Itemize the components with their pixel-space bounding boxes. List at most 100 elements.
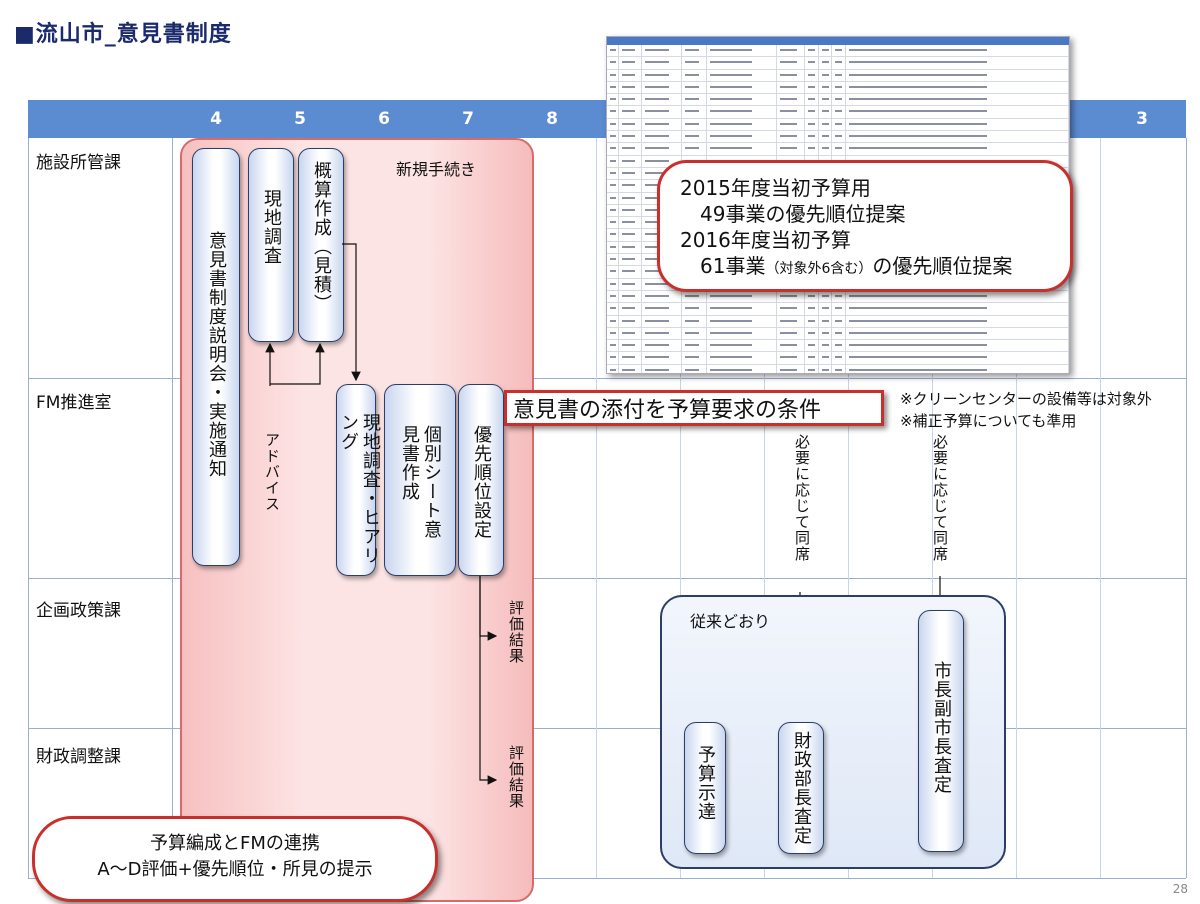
- briefing-text: 意見書制度説明会・実施通知: [206, 231, 227, 478]
- row-divider: [28, 728, 1186, 729]
- spreadsheet-row: [607, 131, 1069, 144]
- site-survey-box: 現地調査: [248, 148, 294, 342]
- spreadsheet-cell: [846, 315, 1069, 327]
- spreadsheet-cell: [819, 303, 833, 315]
- spreadsheet-cell: [846, 352, 1069, 364]
- priority-proposal-callout: 2015年度当初予算用 49事業の優先順位提案 2016年度当初予算 61事業（…: [657, 160, 1073, 292]
- spreadsheet-cell: [607, 254, 619, 266]
- spreadsheet-cell: [846, 327, 1069, 340]
- spreadsheet-cell: [707, 303, 777, 315]
- spreadsheet-cell: [777, 57, 806, 69]
- spreadsheet-cell: [777, 290, 806, 303]
- month-label: 3: [1136, 109, 1148, 129]
- spreadsheet-row: [607, 315, 1069, 328]
- finance-director-text: 財政部長査定: [791, 731, 812, 845]
- spreadsheet-cell: [846, 290, 1069, 303]
- spreadsheet-cell: [846, 69, 1069, 81]
- spreadsheet-cell: [607, 167, 619, 180]
- spreadsheet-cell: [607, 340, 619, 352]
- spreadsheet-cell: [642, 303, 683, 315]
- spreadsheet-cell: [819, 327, 833, 340]
- grid-line: [172, 138, 173, 878]
- spreadsheet-row: [607, 45, 1069, 58]
- month-label: 6: [378, 109, 390, 129]
- spreadsheet-cell: [707, 69, 777, 81]
- spreadsheet-cell: [642, 352, 683, 364]
- spreadsheet-cell: [832, 364, 847, 373]
- spreadsheet-cell: [619, 69, 642, 81]
- spreadsheet-cell: [607, 131, 619, 143]
- spreadsheet-cell: [642, 81, 683, 94]
- spreadsheet-cell: [682, 303, 708, 315]
- spreadsheet-cell: [805, 81, 819, 94]
- page-title: ■流山市_意見書制度: [14, 22, 232, 47]
- grid-line: [680, 138, 681, 878]
- mayor-text: 市長副市長査定: [931, 661, 952, 794]
- spreadsheet-cell: [619, 352, 642, 364]
- spreadsheet-cell: [682, 45, 708, 57]
- spreadsheet-cell: [707, 340, 777, 352]
- spreadsheet-cell: [707, 106, 777, 118]
- spreadsheet-cell: [642, 315, 683, 327]
- individual-sheet-box: 個別シート意見書作成: [384, 384, 456, 576]
- grid-line: [1100, 138, 1101, 878]
- spreadsheet-row: [607, 364, 1069, 373]
- bottom-line: A～D評価+優先順位・所見の提示: [97, 859, 373, 880]
- spreadsheet-cell: [832, 340, 847, 352]
- spreadsheet-cell: [707, 45, 777, 57]
- spreadsheet-cell: [619, 94, 642, 106]
- spreadsheet-cell: [707, 94, 777, 106]
- spreadsheet-cell: [619, 57, 642, 69]
- eval-result-label: 評価結果: [507, 745, 525, 809]
- spreadsheet-cell: [607, 303, 619, 315]
- spreadsheet-cell: [682, 364, 708, 373]
- spreadsheet-cell: [607, 94, 619, 106]
- spreadsheet-cell: [619, 143, 642, 155]
- spreadsheet-cell: [619, 303, 642, 315]
- spreadsheet-cell: [777, 45, 806, 57]
- spreadsheet-cell: [846, 303, 1069, 315]
- callout-suffix: の優先順位提案: [872, 254, 1013, 278]
- spreadsheet-cell: [682, 143, 708, 155]
- row-divider: [28, 878, 1186, 879]
- spreadsheet-cell: [642, 290, 683, 303]
- spreadsheet-cell: [642, 57, 683, 69]
- spreadsheet-cell: [777, 364, 806, 373]
- spreadsheet-cell: [805, 364, 819, 373]
- spreadsheet-cell: [819, 106, 833, 118]
- callout-line: 61事業（対象外6含む）の優先順位提案: [700, 253, 1070, 282]
- spreadsheet-cell: [682, 118, 708, 131]
- spreadsheet-row: [607, 69, 1069, 82]
- spreadsheet-cell: [832, 106, 847, 118]
- spreadsheet-cell: [642, 364, 683, 373]
- spreadsheet-cell: [777, 315, 806, 327]
- spreadsheet-cell: [619, 217, 642, 229]
- dept-fm: FM推進室: [36, 393, 112, 413]
- spreadsheet-cell: [805, 303, 819, 315]
- spreadsheet-row: [607, 143, 1069, 156]
- spreadsheet-cell: [607, 266, 619, 278]
- spreadsheet-cell: [805, 94, 819, 106]
- spreadsheet-cell: [607, 192, 619, 204]
- spreadsheet-cell: [777, 118, 806, 131]
- spreadsheet-cell: [619, 45, 642, 57]
- note-excluded: ※クリーンセンターの設備等は対象外: [900, 390, 1152, 408]
- spreadsheet-cell: [846, 81, 1069, 94]
- spreadsheet-cell: [619, 167, 642, 180]
- conventional-label: 従来どおり: [690, 612, 771, 631]
- spreadsheet-cell: [832, 315, 847, 327]
- estimate-box: 概算作成（見積）: [298, 148, 344, 342]
- spreadsheet-cell: [619, 204, 642, 217]
- spreadsheet-cell: [619, 106, 642, 118]
- callout-line: 2015年度当初予算用: [680, 176, 871, 200]
- spreadsheet-cell: [777, 327, 806, 340]
- spreadsheet-cell: [607, 118, 619, 131]
- spreadsheet-cell: [607, 204, 619, 217]
- spreadsheet-cell: [682, 57, 708, 69]
- spreadsheet-cell: [619, 118, 642, 131]
- spreadsheet-cell: [819, 364, 833, 373]
- spreadsheet-cell: [607, 241, 619, 254]
- dept-planning: 企画政策課: [36, 601, 121, 621]
- spreadsheet-cell: [682, 315, 708, 327]
- spreadsheet-row: [607, 118, 1069, 132]
